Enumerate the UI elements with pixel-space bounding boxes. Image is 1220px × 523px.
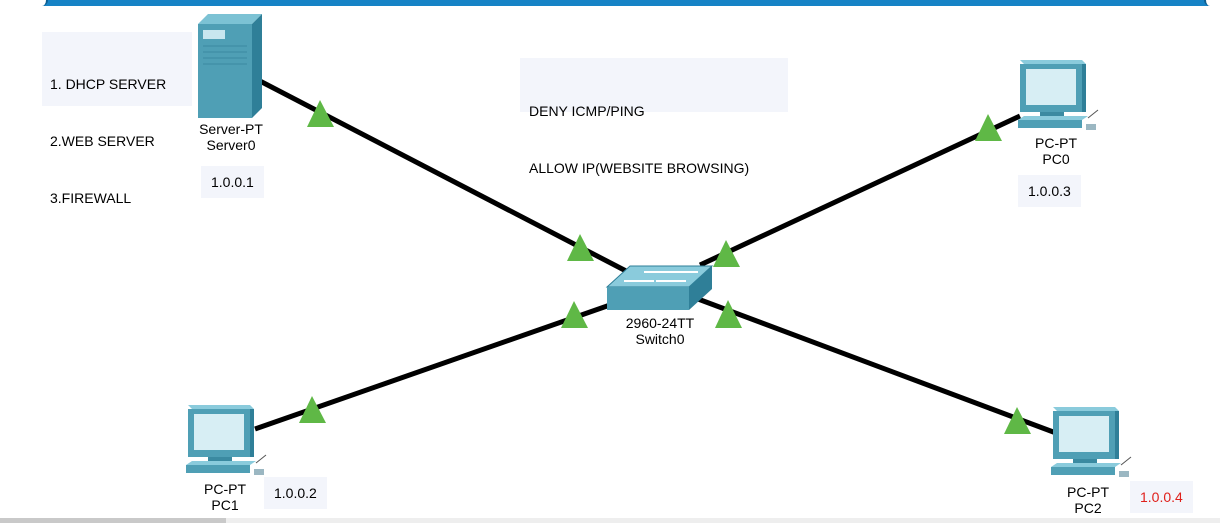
server0-icon[interactable] — [198, 14, 262, 118]
device-name-label: Server0 — [206, 137, 256, 153]
pc0-icon[interactable] — [1018, 60, 1099, 130]
policy-note-line: ALLOW IP(WEBSITE BROWSING) — [529, 160, 750, 176]
link-status-up-icon — [975, 114, 1002, 141]
device-model-label: 2960-24TT — [625, 315, 695, 331]
device-name-label: PC2 — [1074, 500, 1102, 516]
services-note-line: 3.FIREWALL — [50, 190, 132, 206]
services-note-line: 2.WEB SERVER — [50, 133, 155, 149]
link-status-up-icon — [1004, 407, 1031, 434]
link-status-up-icon — [713, 240, 740, 267]
link-status-up-icon — [307, 100, 334, 127]
switch0-icon[interactable] — [605, 265, 714, 310]
switch0-label: 2960-24TT Switch0 — [610, 315, 710, 347]
link-switch0-pc0[interactable] — [698, 113, 1022, 268]
pc1-ip-note[interactable]: 1.0.0.2 — [264, 477, 327, 509]
device-model-label: PC-PT — [1035, 135, 1077, 151]
pc2-ip-note[interactable]: 1.0.0.4 — [1130, 481, 1193, 513]
pc0-ip-note[interactable]: 1.0.0.3 — [1018, 175, 1081, 207]
server0-ip-note[interactable]: 1.0.0.1 — [201, 166, 264, 198]
device-model-label: PC-PT — [204, 481, 246, 497]
device-name-label: PC1 — [211, 497, 239, 513]
pc1-label: PC-PT PC1 — [175, 481, 275, 513]
server0-label: Server-PT Server0 — [181, 121, 281, 153]
top-bar-left-tab — [0, 0, 48, 6]
scrollbar-thumb[interactable] — [0, 518, 226, 523]
services-note[interactable]: 1. DHCP SERVER 2.WEB SERVER 3.FIREWALL — [42, 32, 192, 206]
device-model-label: PC-PT — [1067, 484, 1109, 500]
policy-note[interactable]: DENY ICMP/PING ALLOW IP(WEBSITE BROWSING… — [520, 58, 788, 176]
device-name-label: Switch0 — [635, 331, 685, 347]
pc2-label: PC-PT PC2 — [1038, 484, 1138, 516]
horizontal-scrollbar[interactable] — [0, 518, 1220, 523]
device-name-label: PC0 — [1042, 151, 1070, 167]
top-bar-right-tab — [1204, 0, 1220, 6]
device-model-label: Server-PT — [199, 121, 263, 137]
pc1-icon[interactable] — [186, 405, 267, 475]
pc2-icon[interactable] — [1051, 407, 1132, 477]
policy-note-line: DENY ICMP/PING — [529, 103, 645, 119]
link-status-up-icon — [299, 396, 326, 423]
services-note-line: 1. DHCP SERVER — [50, 76, 167, 92]
workspace-top-bar — [0, 0, 1220, 6]
pc0-label: PC-PT PC0 — [1006, 135, 1106, 167]
link-status-up-icon — [715, 300, 742, 328]
link-status-up-icon — [561, 301, 588, 328]
link-switch0-pc2[interactable] — [689, 293, 1057, 436]
link-status-up-icon — [567, 234, 594, 261]
